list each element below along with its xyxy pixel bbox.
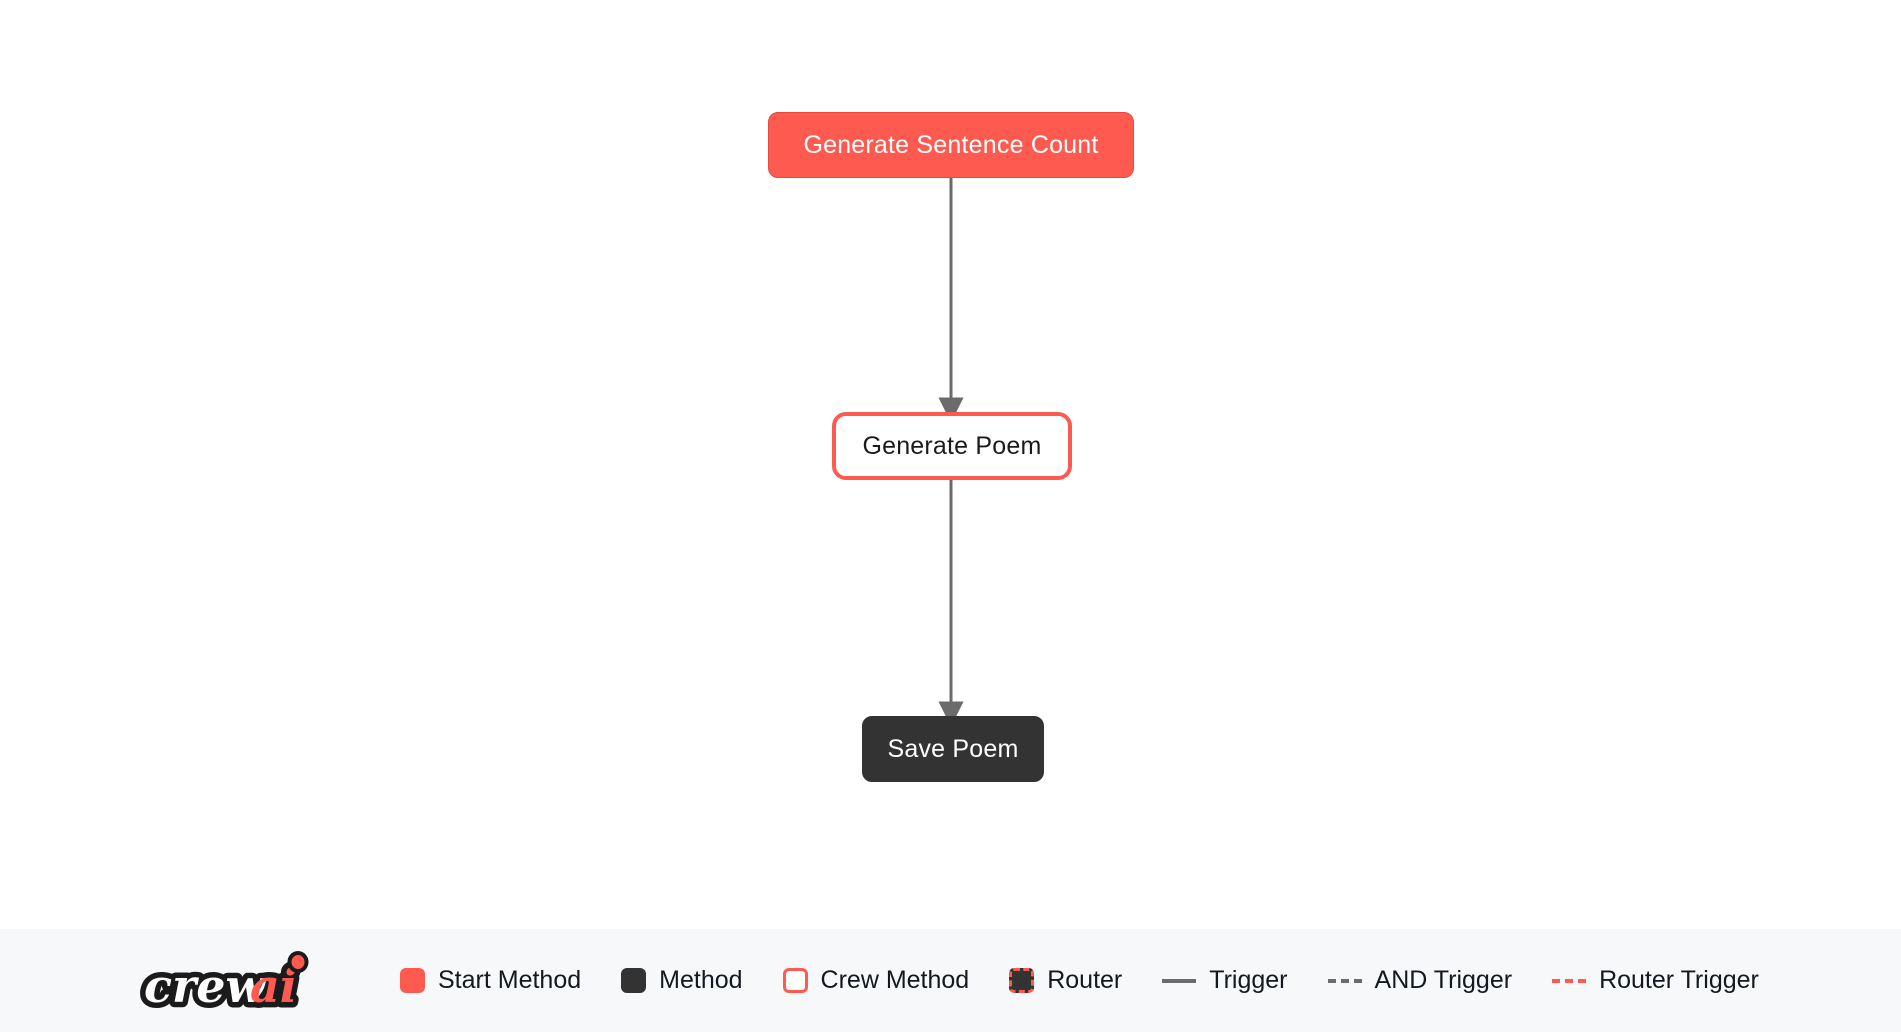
trigger-line-icon	[1162, 978, 1197, 983]
legend-label: Start Method	[438, 966, 582, 994]
node-label: Generate Poem	[862, 431, 1042, 460]
crew-method-swatch-icon	[782, 968, 808, 993]
node-label: Save Poem	[887, 734, 1019, 763]
legend-item-start-method: Start Method	[400, 966, 581, 995]
legend-item-router: Router	[1009, 966, 1122, 995]
legend-item-crew-method: Crew Method	[782, 966, 970, 995]
node-save-poem[interactable]: Save Poem	[862, 716, 1044, 782]
and-trigger-line-icon	[1327, 978, 1362, 983]
legend-label: AND Trigger	[1374, 966, 1513, 994]
router-swatch-icon	[1009, 968, 1035, 993]
start-method-swatch-icon	[400, 968, 425, 993]
legend-label: Router	[1047, 966, 1123, 994]
legend-label: Method	[659, 966, 743, 994]
legend-item-router-trigger: Router Trigger	[1552, 966, 1759, 995]
legend-bar: crew ai crew ai Start Method Method Crew…	[0, 929, 1901, 1032]
logo-text-crew: crew	[144, 959, 267, 1012]
logo-i-dot	[287, 950, 309, 973]
flow-canvas[interactable]: Generate Sentence Count Generate Poem Sa…	[0, 0, 1901, 929]
legend-item-trigger: Trigger	[1162, 966, 1288, 995]
node-label: Generate Sentence Count	[803, 130, 1099, 159]
node-generate-poem[interactable]: Generate Poem	[832, 412, 1072, 480]
legend-label: Crew Method	[820, 966, 970, 994]
crewai-logo: crew ai crew ai	[139, 950, 309, 1012]
legend-label: Router Trigger	[1599, 966, 1759, 994]
legend-label: Trigger	[1209, 966, 1288, 994]
method-swatch-icon	[621, 968, 647, 993]
legend-item-method: Method	[621, 966, 743, 995]
legend-item-and-trigger: AND Trigger	[1327, 966, 1513, 995]
router-trigger-line-icon	[1552, 978, 1587, 983]
logo-outline-crew: crew	[144, 959, 267, 1012]
node-generate-sentence-count[interactable]: Generate Sentence Count	[768, 112, 1134, 178]
